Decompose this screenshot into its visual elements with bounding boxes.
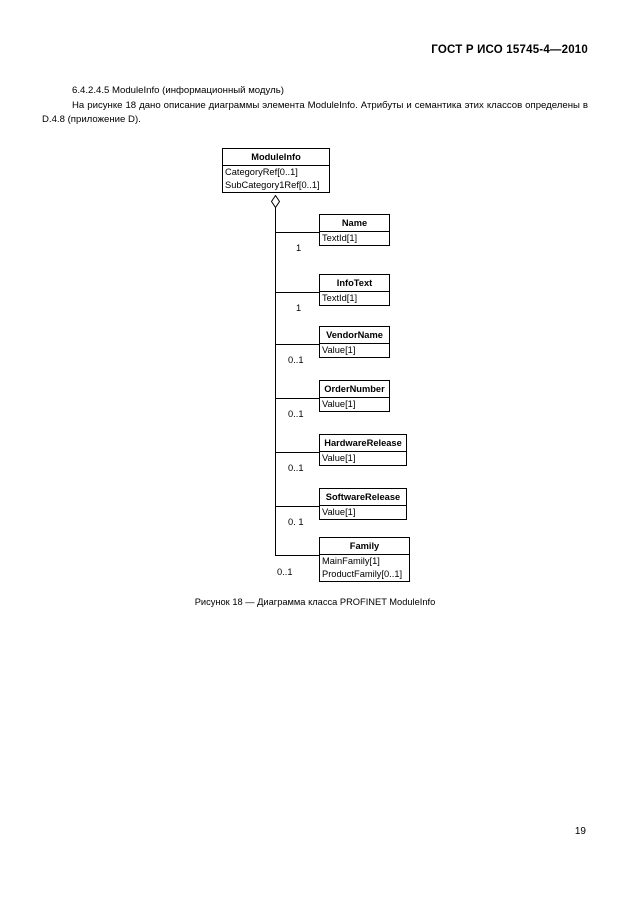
clause-heading: 6.4.2.4.5 ModuleInfo (информационный мод…: [72, 85, 284, 96]
uml-class-moduleinfo: ModuleInfo CategoryRef[0..1] SubCategory…: [222, 148, 330, 193]
uml-attribute: Value[1]: [322, 345, 356, 355]
uml-class-softwarerelease: SoftwareRelease Value[1]: [319, 488, 407, 520]
uml-class-vendorname: VendorName Value[1]: [319, 326, 390, 358]
uml-class-title: Name: [320, 215, 389, 232]
multiplicity-label: 0..1: [277, 567, 293, 577]
association-branch: [275, 555, 320, 556]
multiplicity-label: 1: [296, 303, 302, 313]
uml-attribute-list: Value[1]: [320, 452, 406, 465]
association-branch: [275, 292, 320, 293]
uml-attribute-list: Value[1]: [320, 344, 389, 357]
uml-attribute-list: Value[1]: [320, 506, 406, 519]
uml-class-diagram: ModuleInfo CategoryRef[0..1] SubCategory…: [0, 140, 630, 590]
uml-attribute: TextId[1]: [322, 293, 358, 303]
uml-attribute: ProductFamily[0..1]: [322, 569, 403, 579]
figure-caption: Рисунок 18 — Диаграмма класса PROFINET M…: [194, 597, 436, 607]
uml-attribute: MainFamily[1]: [322, 556, 380, 566]
uml-class-title: InfoText: [320, 275, 389, 292]
association-branch: [275, 232, 320, 233]
uml-attribute-list: CategoryRef[0..1] SubCategory1Ref[0..1]: [223, 166, 329, 192]
uml-class-family: Family MainFamily[1] ProductFamily[0..1]: [319, 537, 410, 582]
page-number: 19: [574, 826, 586, 837]
multiplicity-label: 0..1: [288, 463, 304, 473]
uml-attribute: TextId[1]: [322, 233, 358, 243]
uml-class-title: VendorName: [320, 327, 389, 344]
uml-class-infotext: InfoText TextId[1]: [319, 274, 390, 306]
uml-class-title: HardwareRelease: [320, 435, 406, 452]
uml-attribute: Value[1]: [322, 507, 356, 517]
uml-attribute: Value[1]: [322, 453, 356, 463]
uml-attribute-list: TextId[1]: [320, 292, 389, 305]
multiplicity-label: 0..1: [288, 409, 304, 419]
multiplicity-label: 0..1: [288, 355, 304, 365]
uml-class-title: ModuleInfo: [223, 149, 329, 166]
uml-attribute-list: TextId[1]: [320, 232, 389, 245]
uml-attribute-list: MainFamily[1] ProductFamily[0..1]: [320, 555, 409, 581]
association-branch: [275, 506, 320, 507]
multiplicity-label: 1: [296, 243, 302, 253]
standard-header: ГОСТ Р ИСО 15745-4—2010: [431, 44, 588, 56]
clause-paragraph: На рисунке 18 дано описание диаграммы эл…: [42, 100, 588, 126]
uml-attribute: Value[1]: [322, 399, 356, 409]
uml-class-name: Name TextId[1]: [319, 214, 390, 246]
uml-attribute-list: Value[1]: [320, 398, 389, 411]
uml-class-hardwarerelease: HardwareRelease Value[1]: [319, 434, 407, 466]
uml-attribute: SubCategory1Ref[0..1]: [225, 180, 320, 190]
uml-attribute: CategoryRef[0..1]: [225, 167, 298, 177]
association-branch: [275, 452, 320, 453]
association-branch: [275, 344, 320, 345]
body-text-block: 6.4.2.4.5 ModuleInfo (информационный мод…: [42, 84, 588, 128]
association-branch: [275, 398, 320, 399]
uml-class-title: OrderNumber: [320, 381, 389, 398]
uml-class-title: Family: [320, 538, 409, 555]
aggregation-spine: [275, 207, 276, 555]
uml-class-title: SoftwareRelease: [320, 489, 406, 506]
uml-class-ordernumber: OrderNumber Value[1]: [319, 380, 390, 412]
multiplicity-label: 0. 1: [288, 517, 304, 527]
